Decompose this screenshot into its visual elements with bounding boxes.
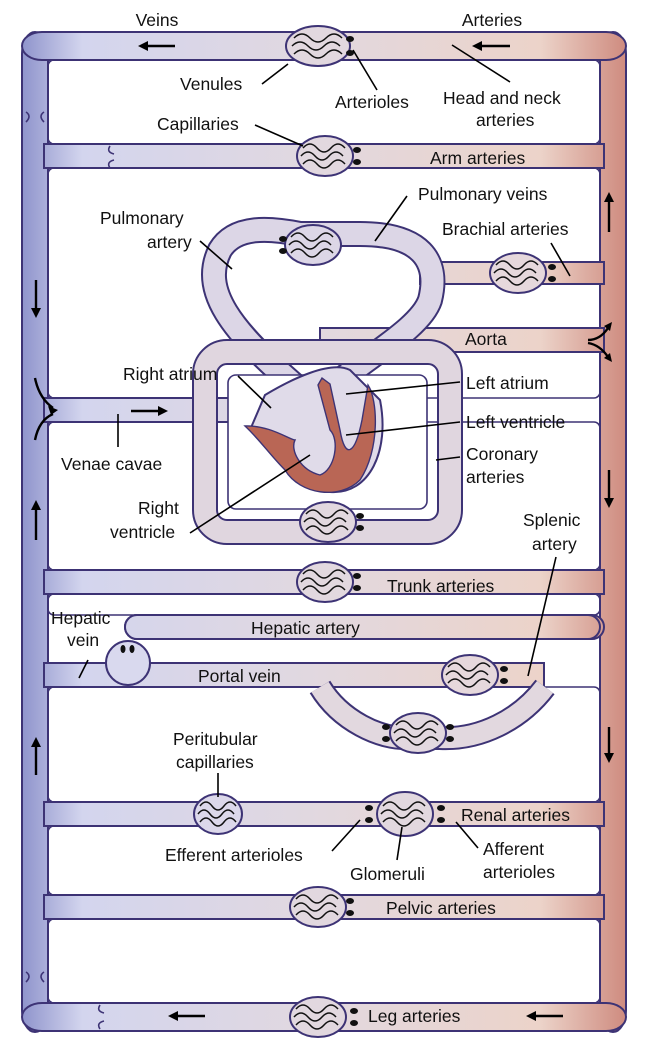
label-afferent: Afferent — [483, 839, 544, 859]
label-portal-vein: Portal vein — [198, 666, 281, 686]
label-head-neck: Head and neck — [443, 88, 561, 108]
label-aorta: Aorta — [465, 329, 507, 349]
arrow-up-icon — [31, 500, 41, 540]
arrow-down-icon — [604, 470, 614, 508]
capillary-bed-peritubular — [193, 793, 243, 835]
arrow-up-icon — [31, 737, 41, 775]
label-right-ventricle-2: ventricle — [110, 522, 175, 542]
label-venules: Venules — [180, 74, 243, 94]
label-afferent-2: arterioles — [483, 862, 555, 882]
capillary-bed-gut — [382, 712, 454, 754]
hepatic-sinus — [105, 640, 151, 686]
label-head-neck-2: arteries — [476, 110, 535, 130]
label-arm-arteries: Arm arteries — [430, 148, 526, 168]
capillary-bed-leg — [289, 996, 358, 1038]
capillary-beds — [105, 25, 556, 1038]
capillary-bed-trunk — [296, 561, 361, 603]
label-arteries: Arteries — [462, 10, 523, 30]
valve-icon — [25, 971, 45, 983]
right-artery-trunk — [599, 31, 627, 1033]
label-leg-arteries: Leg arteries — [368, 1006, 461, 1026]
space-7 — [47, 918, 601, 1004]
capillary-bed-arm — [296, 135, 361, 177]
arrow-right-icon — [131, 406, 168, 416]
label-efferent-arterioles: Efferent arterioles — [165, 845, 303, 865]
label-pulmonary-veins: Pulmonary veins — [418, 184, 548, 204]
flow-arrows — [31, 41, 614, 1021]
pulmonary-loop — [192, 216, 463, 545]
label-hepatic-artery: Hepatic artery — [251, 618, 360, 638]
arrow-down-icon — [31, 280, 41, 318]
label-renal-arteries: Renal arteries — [461, 805, 570, 825]
label-venae-cavae: Venae cavae — [61, 454, 162, 474]
label-arterioles: Arterioles — [335, 92, 409, 112]
label-left-atrium: Left atrium — [466, 373, 549, 393]
label-hepatic-vein-2: vein — [67, 630, 99, 650]
capillary-bed-spleen — [441, 654, 508, 696]
label-peritubular: Peritubular — [173, 729, 258, 749]
capillary-bed-lung — [279, 224, 342, 266]
label-veins: Veins — [136, 10, 179, 30]
arrow-left-icon — [168, 1011, 205, 1021]
label-pulmonary-artery: Pulmonary — [100, 208, 184, 228]
space-6 — [47, 825, 601, 896]
label-coronary: Coronary — [466, 444, 538, 464]
label-splenic-2: artery — [532, 534, 577, 554]
arrow-down-icon — [604, 727, 614, 763]
arrow-merge-icon — [33, 377, 58, 441]
label-peritubular-2: capillaries — [176, 752, 254, 772]
label-trunk-arteries: Trunk arteries — [387, 576, 495, 596]
valve-icon — [97, 1004, 105, 1030]
label-right-atrium: Right atrium — [123, 364, 217, 384]
capillary-bed-glomerulus — [365, 791, 445, 837]
arrow-left-icon — [472, 41, 510, 51]
venous-valves — [25, 111, 115, 1030]
label-brachial-arteries: Brachial arteries — [442, 219, 569, 239]
arrow-left-icon — [138, 41, 175, 51]
arrow-up-icon — [604, 192, 614, 232]
capillary-bed-coronary — [299, 501, 364, 543]
label-pelvic-arteries: Pelvic arteries — [386, 898, 496, 918]
leader-lines — [78, 44, 571, 861]
label-coronary-2: arteries — [466, 467, 525, 487]
valve-icon — [107, 145, 115, 169]
capillary-bed-head — [285, 25, 354, 67]
label-right-ventricle: Right — [138, 498, 179, 518]
valve-icon — [25, 111, 45, 123]
capillary-bed-pelvic — [289, 886, 354, 928]
label-left-ventricle: Left ventricle — [466, 412, 565, 432]
label-glomeruli: Glomeruli — [350, 864, 425, 884]
heart-muscle — [243, 376, 377, 494]
label-pulmonary-artery-2: artery — [147, 232, 192, 252]
label-splenic: Splenic — [523, 510, 581, 530]
arrow-split-icon — [587, 322, 612, 362]
labels: Veins Arteries Venules Arterioles Head a… — [51, 10, 581, 1026]
capillary-bed-brachial — [489, 252, 556, 294]
label-hepatic-vein: Hepatic — [51, 608, 111, 628]
label-capillaries: Capillaries — [157, 114, 239, 134]
arrow-left-icon — [526, 1011, 563, 1021]
